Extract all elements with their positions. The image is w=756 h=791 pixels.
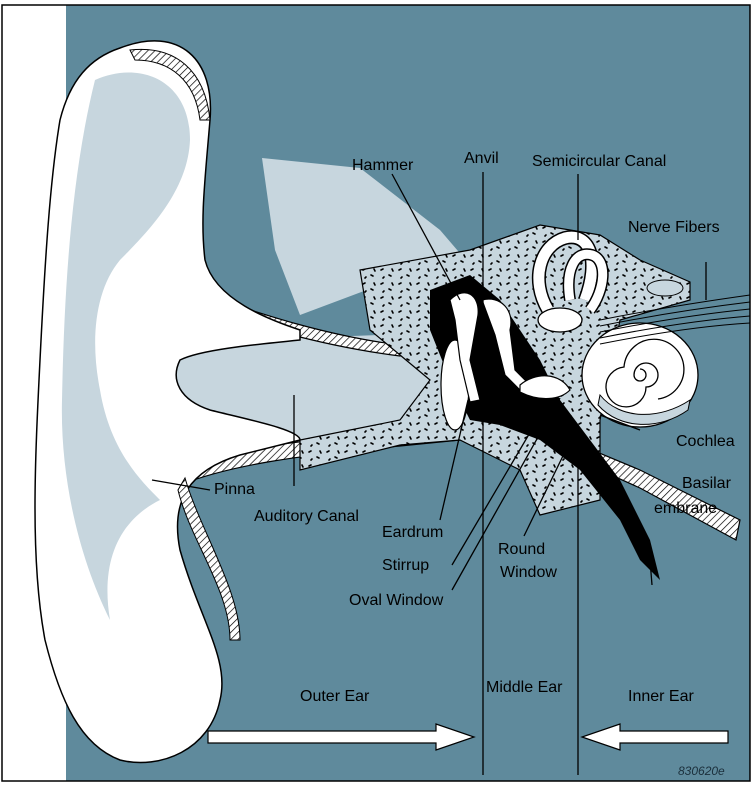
label-oval-window: Oval Window [349, 592, 444, 609]
label-nerve-fibers: Nerve Fibers [628, 219, 720, 236]
label-outer-ear: Outer Ear [300, 688, 370, 705]
label-round-window-line1: Round [498, 541, 545, 558]
label-stirrup: Stirrup [382, 557, 429, 574]
label-cochlea: Cochlea [676, 433, 735, 450]
label-basilar-line1: Basilar [682, 475, 732, 492]
label-basilar-line2: embrane [654, 500, 717, 517]
label-pinna: Pinna [214, 481, 255, 498]
label-hammer: Hammer [352, 157, 414, 174]
figure-code: 830620e [678, 764, 725, 778]
label-round-window-line2: Window [500, 564, 557, 581]
label-auditory-canal: Auditory Canal [254, 508, 359, 525]
label-anvil: Anvil [464, 150, 499, 167]
label-inner-ear: Inner Ear [628, 688, 694, 705]
nerve-end [647, 280, 683, 296]
label-middle-ear: Middle Ear [486, 679, 563, 696]
cochlea-shape [582, 323, 698, 427]
label-eardrum: Eardrum [382, 524, 443, 541]
label-semicircular-canal: Semicircular Canal [532, 153, 666, 170]
